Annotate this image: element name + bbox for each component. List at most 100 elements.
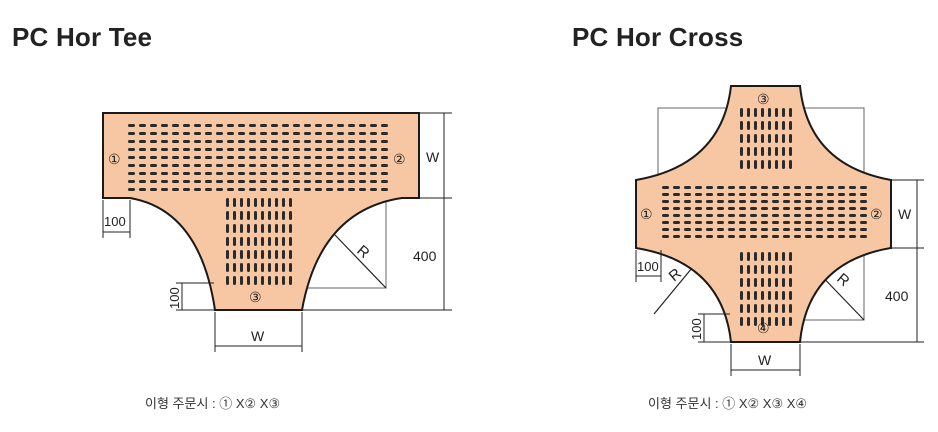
slot <box>240 224 243 233</box>
slot <box>233 198 236 207</box>
slot <box>740 304 743 313</box>
slot <box>706 207 713 210</box>
slot <box>782 252 785 261</box>
slot <box>227 180 234 183</box>
slot <box>775 317 778 326</box>
slot <box>161 140 168 143</box>
slot <box>282 148 289 151</box>
slot <box>684 235 691 238</box>
slot <box>128 148 135 151</box>
slot <box>194 132 201 135</box>
slot <box>827 200 834 203</box>
slot <box>381 180 388 183</box>
slot <box>271 164 278 167</box>
slot <box>761 108 764 117</box>
slot <box>150 156 157 159</box>
slot <box>282 188 289 191</box>
slot <box>816 186 823 189</box>
slot <box>254 237 257 246</box>
slot <box>254 224 257 233</box>
slot <box>282 172 289 175</box>
slot <box>359 180 366 183</box>
slot <box>728 221 735 224</box>
slot <box>139 124 146 127</box>
slot <box>750 221 757 224</box>
slot <box>359 148 366 151</box>
slot <box>794 214 801 217</box>
slot <box>768 265 771 274</box>
slot <box>782 304 785 313</box>
slot <box>227 164 234 167</box>
slot <box>805 186 812 189</box>
slot <box>227 132 234 135</box>
slot <box>293 132 300 135</box>
tee-caption: 이형 주문시 : ① X② X③ <box>145 396 281 411</box>
slot <box>775 304 778 313</box>
slot <box>275 250 278 259</box>
slot <box>226 237 229 246</box>
slot <box>728 200 735 203</box>
slot <box>782 265 785 274</box>
slot <box>717 200 724 203</box>
slot <box>827 221 834 224</box>
slot <box>789 121 792 130</box>
slot <box>260 164 267 167</box>
slot <box>794 207 801 210</box>
slot <box>816 221 823 224</box>
slot <box>282 250 285 259</box>
slot <box>662 193 669 196</box>
slot <box>754 265 757 274</box>
slot <box>261 276 264 285</box>
slot <box>183 188 190 191</box>
slot <box>247 198 250 207</box>
slot <box>794 221 801 224</box>
slot <box>684 228 691 231</box>
slot <box>238 156 245 159</box>
slot <box>860 207 867 210</box>
slot <box>860 186 867 189</box>
slot <box>161 164 168 167</box>
slot <box>172 188 179 191</box>
slot <box>739 186 746 189</box>
slot <box>275 237 278 246</box>
slot <box>205 124 212 127</box>
slot <box>673 221 680 224</box>
slot <box>139 148 146 151</box>
slot <box>838 221 845 224</box>
tee-w-bottom-label: W <box>251 328 265 344</box>
slot <box>673 200 680 203</box>
slot <box>768 160 771 169</box>
slot <box>789 134 792 143</box>
slot <box>761 278 764 287</box>
slot <box>194 140 201 143</box>
slot <box>282 180 289 183</box>
slot <box>782 160 785 169</box>
slot <box>783 221 790 224</box>
slot <box>348 156 355 159</box>
slot <box>247 237 250 246</box>
slot <box>673 207 680 210</box>
slot <box>249 180 256 183</box>
slot <box>827 186 834 189</box>
slot <box>326 180 333 183</box>
slot <box>359 156 366 159</box>
slot <box>761 228 768 231</box>
tee-body <box>102 112 420 311</box>
slot <box>706 214 713 217</box>
slot <box>304 132 311 135</box>
slot <box>783 193 790 196</box>
slot <box>128 124 135 127</box>
slot <box>150 124 157 127</box>
slot <box>838 193 845 196</box>
slot <box>226 211 229 220</box>
slot <box>816 193 823 196</box>
slot <box>139 132 146 135</box>
slot <box>337 148 344 151</box>
cross-r-left-label: R <box>666 265 685 285</box>
slot <box>761 265 764 274</box>
slot <box>282 211 285 220</box>
slot <box>789 291 792 300</box>
slot <box>816 200 823 203</box>
slot <box>761 200 768 203</box>
tee-port-2: ② <box>393 151 406 167</box>
